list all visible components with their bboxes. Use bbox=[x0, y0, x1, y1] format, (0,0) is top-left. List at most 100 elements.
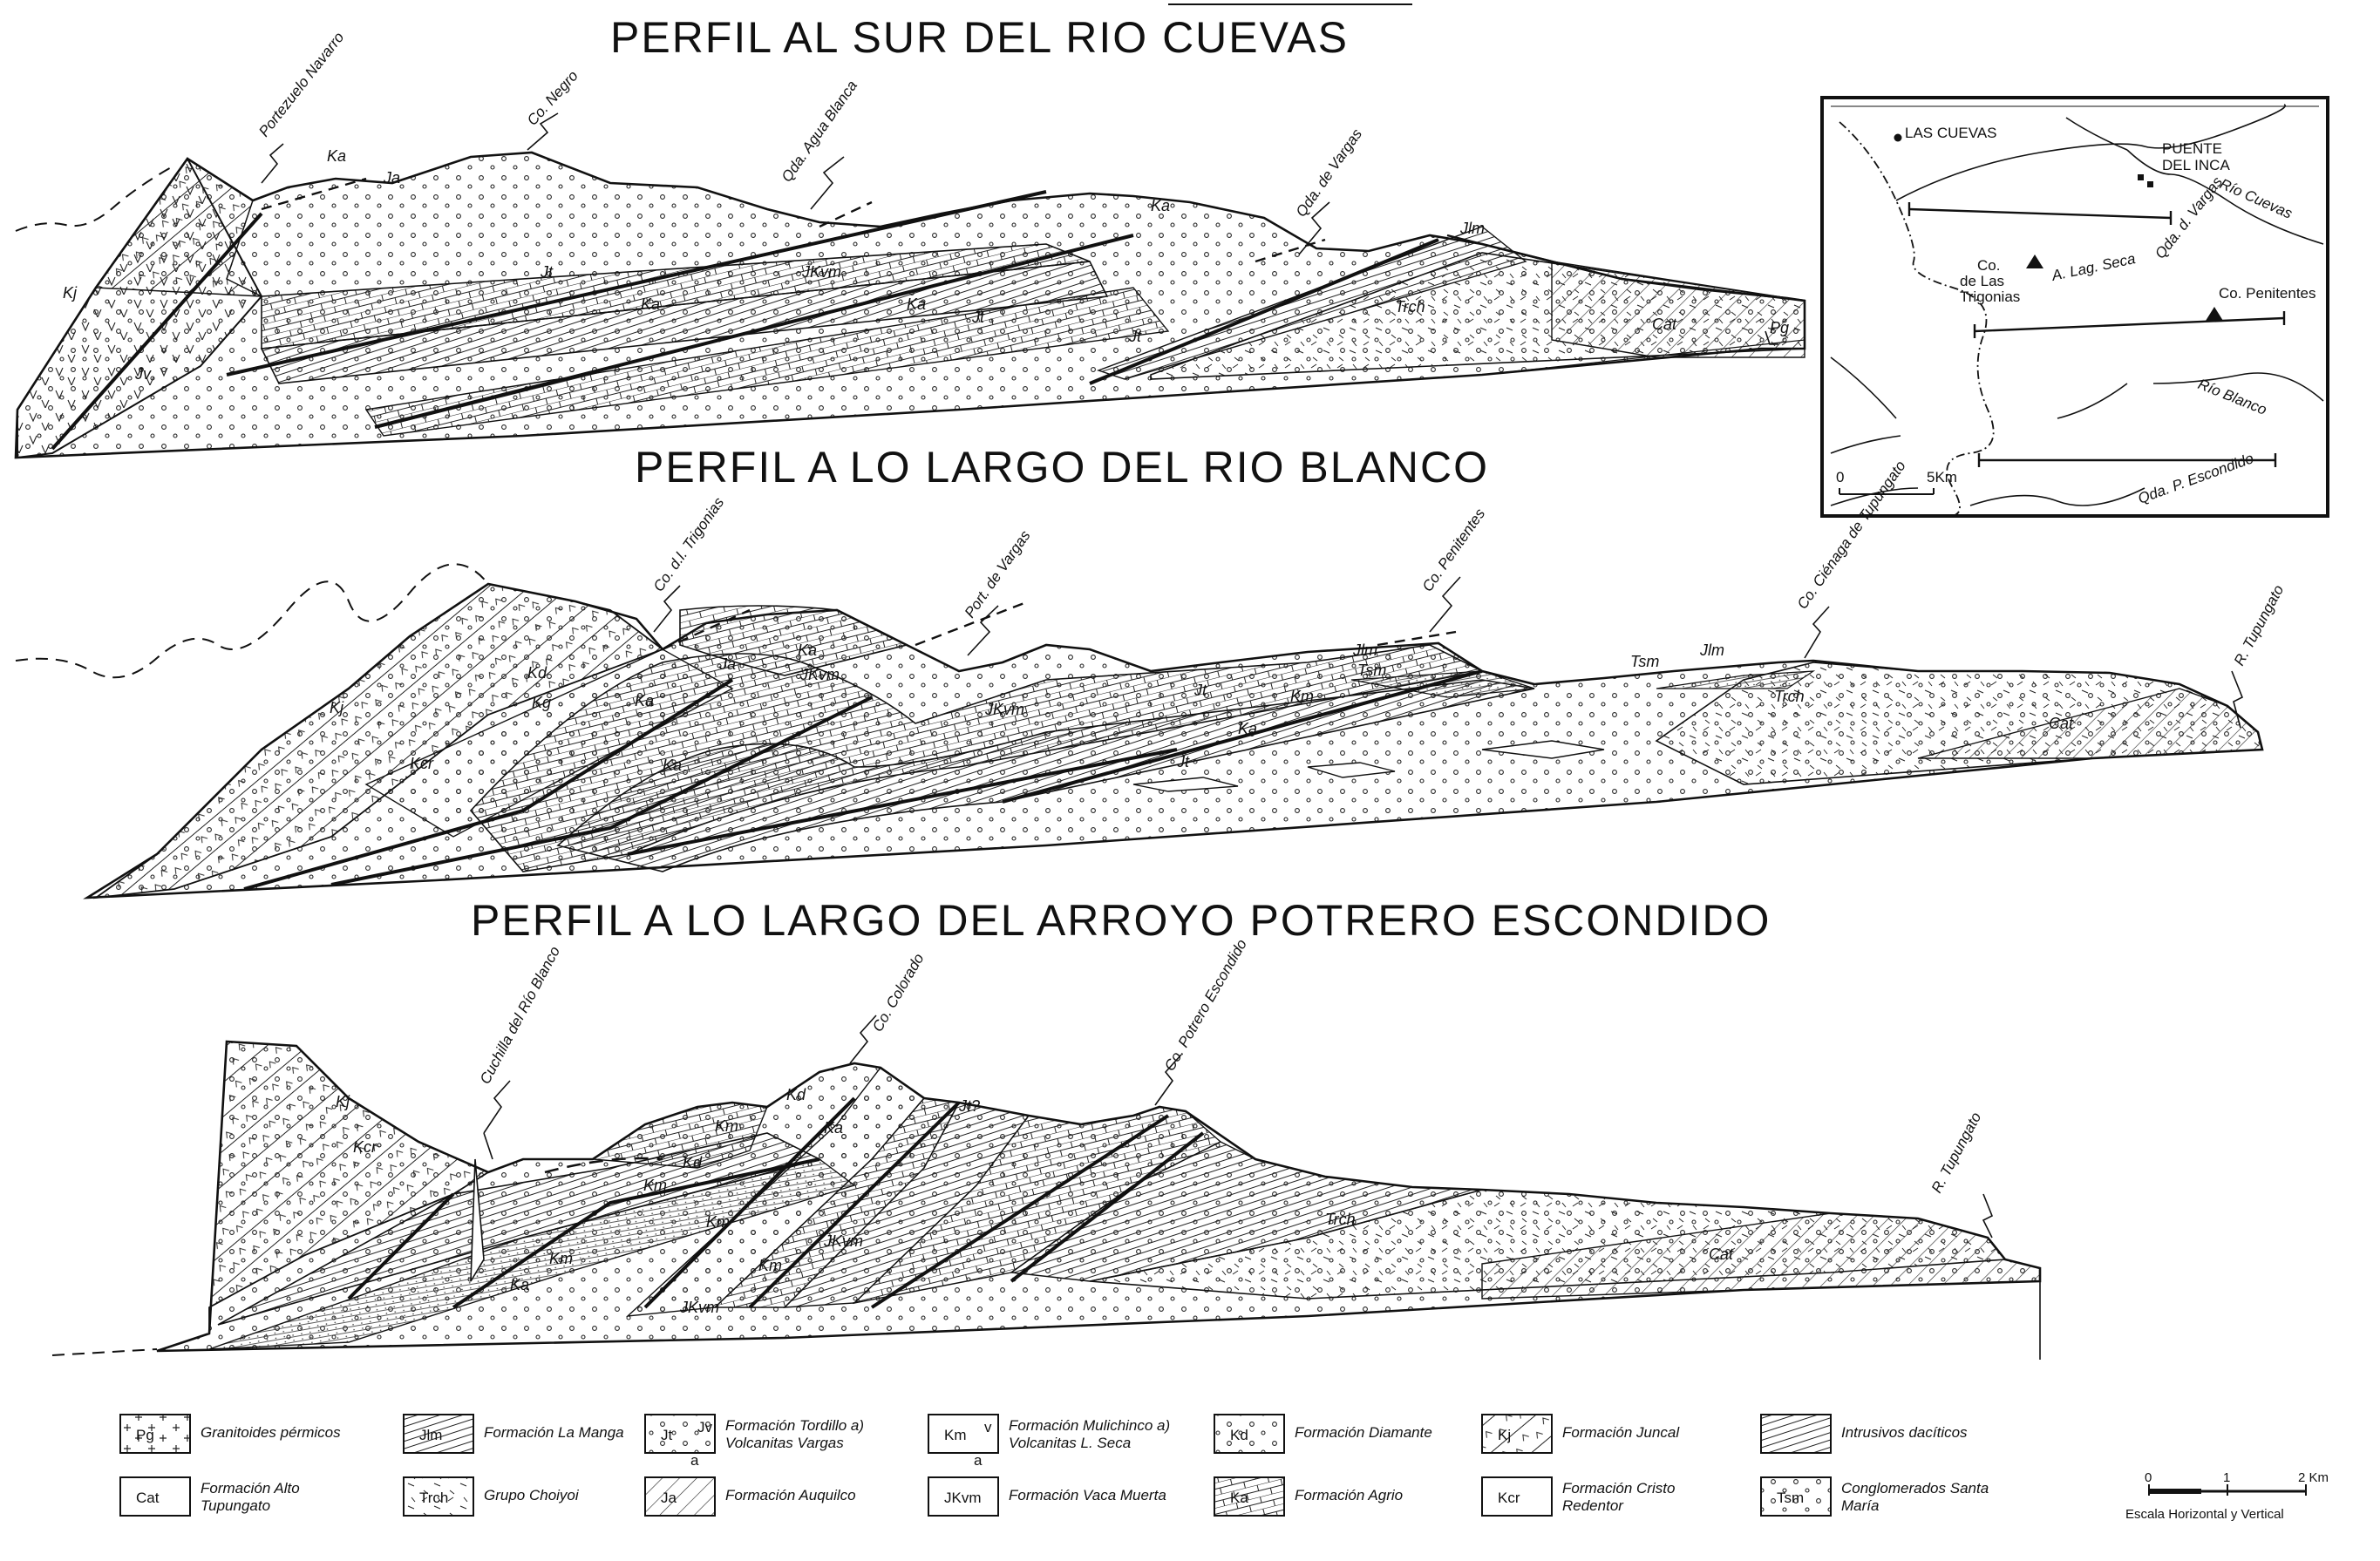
legend-label: Formación La Manga bbox=[484, 1424, 624, 1441]
unit-label: Kj bbox=[330, 699, 344, 716]
legend-code: Ja bbox=[661, 1490, 677, 1506]
profile-3-section: Kj Kcr Km Kd Km Kd Ka Km Km Ka Jt? Km JK… bbox=[51, 936, 2042, 1360]
unit-label: Ka bbox=[635, 692, 654, 709]
scale-tick: 1 bbox=[2223, 1470, 2230, 1485]
unit-label: Ka bbox=[798, 641, 817, 659]
peak-label: R. Tupungato bbox=[1928, 1110, 1985, 1196]
legend-code: Trch bbox=[419, 1490, 448, 1506]
legend-swatch bbox=[119, 1414, 191, 1454]
legend-code: Kj bbox=[1498, 1427, 1511, 1443]
legend-swatch bbox=[928, 1476, 999, 1517]
legend-label: Formación Tordillo a)Volcanitas Vargas bbox=[725, 1417, 864, 1451]
unit-label: JKvm bbox=[823, 1232, 863, 1250]
legend-code: JKvm bbox=[944, 1490, 982, 1506]
unit-label: JKvm bbox=[801, 263, 841, 281]
map-place: LAS CUEVAS bbox=[1905, 125, 1997, 141]
unit-label: Ka bbox=[1151, 197, 1170, 214]
legend-label: Formación Diamante bbox=[1295, 1424, 1432, 1441]
unit-label: Trch bbox=[1395, 298, 1425, 316]
unit-label: Pg bbox=[1770, 319, 1789, 336]
unit-label: JKvm bbox=[679, 1299, 719, 1316]
peak-label: Co. Colorado bbox=[869, 951, 928, 1035]
legend-swatch bbox=[1214, 1414, 1285, 1454]
legend-code: Pg bbox=[136, 1427, 154, 1443]
unit-label: Kd bbox=[527, 664, 547, 682]
map-scale-tick: 5Km bbox=[1927, 469, 1957, 485]
unit-label: Ja bbox=[383, 169, 400, 187]
unit-label: JKvm bbox=[799, 666, 840, 683]
unit-label: Ka bbox=[663, 757, 682, 774]
unit-label: Km bbox=[549, 1250, 573, 1267]
legend-label: Formación Agrio bbox=[1295, 1487, 1403, 1503]
map-place: Co. Penitentes bbox=[2219, 285, 2316, 302]
unit-label: Jt bbox=[1128, 328, 1142, 345]
unit-label: Kcr bbox=[353, 1138, 377, 1156]
legend-submark: a bbox=[690, 1452, 699, 1469]
legend-code: Km bbox=[944, 1427, 967, 1443]
legend-swatch bbox=[644, 1476, 716, 1517]
legend-label: Grupo Choiyoi bbox=[484, 1487, 580, 1503]
unit-label: Km bbox=[706, 1213, 730, 1231]
legend-label: Intrusivos dacíticos bbox=[1841, 1424, 1968, 1441]
peak-label: Qda. Agua Blanca bbox=[779, 78, 860, 185]
legend-swatch bbox=[403, 1414, 474, 1454]
legend-swatch bbox=[1760, 1476, 1832, 1517]
unit-label: Ka bbox=[907, 295, 926, 313]
unit-label: Ja bbox=[718, 655, 736, 673]
legend-swatch bbox=[1481, 1414, 1553, 1454]
unit-label: Cat bbox=[1709, 1245, 1734, 1263]
peak-label: Cuchilla del Río Blanco bbox=[477, 944, 563, 1087]
legend-code: Jt bbox=[661, 1427, 673, 1443]
legend-swatch bbox=[1214, 1476, 1285, 1517]
unit-label: Ka bbox=[1238, 720, 1257, 737]
map-place: DEL INCA bbox=[2162, 157, 2230, 173]
legend-label: Formación Mulichinco a)Volcanitas L. Sec… bbox=[1009, 1417, 1170, 1451]
unit-label: Kd bbox=[786, 1086, 806, 1103]
profile-2-title: PERFIL A LO LARGO DEL RIO BLANCO bbox=[635, 443, 1489, 492]
unit-label: Jlm bbox=[1699, 641, 1724, 659]
legend-code: Kcr bbox=[1498, 1490, 1520, 1506]
unit-label: Tsm bbox=[1357, 662, 1386, 679]
map-scale-tick: 0 bbox=[1836, 469, 1844, 485]
legend-code: Jlm bbox=[419, 1427, 442, 1443]
unit-label: Jv bbox=[134, 365, 152, 383]
legend-label: Formación Vaca Muerta bbox=[1009, 1487, 1166, 1503]
peak-label: Co. Potrero Escondido bbox=[1161, 936, 1250, 1074]
scale-tick: 0 bbox=[2145, 1470, 2152, 1485]
map-place: PUENTE bbox=[2162, 140, 2222, 157]
profile-1-title: PERFIL AL SUR DEL RIO CUEVAS bbox=[610, 13, 1349, 62]
unit-label: Jt bbox=[540, 263, 554, 281]
unit-label: Km bbox=[643, 1177, 667, 1194]
unit-label: Tsm bbox=[1630, 653, 1659, 670]
unit-label: Jlm bbox=[1352, 641, 1377, 659]
legend-submark: v bbox=[984, 1419, 992, 1435]
legend-swatch bbox=[119, 1476, 191, 1517]
legend-label: Formación Juncal bbox=[1562, 1424, 1680, 1441]
profile-2-section: Kj Kcr Kd Kg Ja Ka JKvm Ka JKvm Ka Jlm T… bbox=[15, 458, 2287, 899]
legend-swatch bbox=[1481, 1476, 1553, 1517]
unit-label: Cat bbox=[1652, 316, 1677, 333]
unit-label: Ka bbox=[641, 295, 660, 313]
unit-label: Ka bbox=[824, 1119, 843, 1137]
unit-label: Kd bbox=[683, 1154, 703, 1171]
unit-label: JKvm bbox=[984, 701, 1024, 718]
unit-label: Km bbox=[758, 1257, 782, 1274]
legend-code: Ka bbox=[1230, 1490, 1248, 1506]
unit-label: Jt bbox=[971, 309, 985, 326]
unit-label: Kj bbox=[336, 1093, 350, 1110]
unit-label: Km bbox=[715, 1117, 738, 1135]
unit-label: Jt bbox=[1176, 753, 1190, 770]
unit-label: Km bbox=[1290, 688, 1314, 705]
unit-label: Jt bbox=[1193, 682, 1207, 699]
legend-code: Kd bbox=[1230, 1427, 1248, 1443]
legend-swatch bbox=[644, 1414, 716, 1454]
unit-label: Kcr bbox=[410, 755, 434, 772]
unit-label: Jt? bbox=[958, 1097, 980, 1115]
map-place: Trigonias bbox=[1960, 288, 2020, 305]
unit-label: Ka bbox=[510, 1276, 529, 1293]
